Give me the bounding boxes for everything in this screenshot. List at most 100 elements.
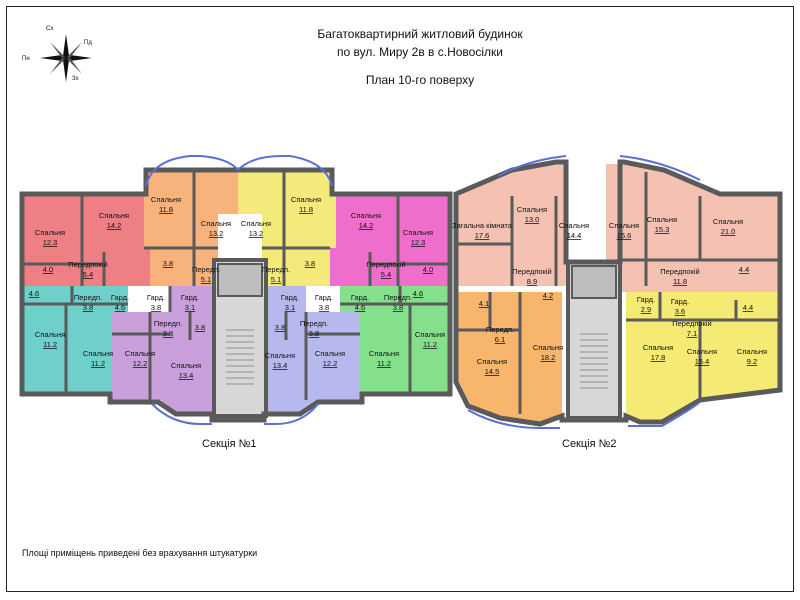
room-area-label: 21.0 <box>721 227 736 236</box>
room-name-label: Загальна кімната <box>452 221 513 230</box>
apartment-zone <box>238 172 336 286</box>
room-area-label: 3.8 <box>163 329 173 338</box>
room-area-label: 4.6 <box>413 289 423 298</box>
room-name-label: Спальня <box>125 349 155 358</box>
room-area-label: 2.9 <box>641 305 651 314</box>
room-name-label: Спальня <box>687 347 717 356</box>
bay-window <box>467 409 560 429</box>
room-area-label: 13.4 <box>273 361 288 370</box>
compass-w-label: Пн <box>22 56 30 62</box>
room-area-label: 15.6 <box>617 231 632 240</box>
room-area-label: 4.6 <box>115 303 125 312</box>
room-name-label: Спальня <box>35 228 65 237</box>
room-area-label: 14.5 <box>485 367 500 376</box>
section-2-label: Секція №2 <box>562 438 617 450</box>
room-name-label: Гард. <box>315 293 333 302</box>
room-area-label: 3.8 <box>305 259 315 268</box>
title-address: по вул. Миру 2в в с.Новосілки <box>337 45 503 59</box>
room-area-label: 13.4 <box>179 371 194 380</box>
room-name-label: Спальня <box>737 347 767 356</box>
compass-s-label: Зх <box>72 76 79 82</box>
bay-window <box>237 155 333 187</box>
room-name-label: Спальня <box>35 330 65 339</box>
room-name-label: Спальня <box>99 211 129 220</box>
room-area-label: 5.4 <box>381 270 391 279</box>
room-area-label: 3.8 <box>151 303 161 312</box>
bay-window <box>619 155 701 181</box>
room-area-label: 12.3 <box>43 238 58 247</box>
section-1-label: Секція №1 <box>202 438 257 450</box>
room-name-label: Передпокій <box>512 267 552 276</box>
room-area-label: 12.2 <box>133 359 148 368</box>
room-name-label: Спальня <box>647 215 677 224</box>
title-building: Багатоквартирний житловий будинок <box>317 27 523 41</box>
room-area-label: 4.4 <box>743 303 753 312</box>
room-name-label: Спальня <box>643 343 673 352</box>
room-area-label: 11.2 <box>43 340 57 349</box>
room-area-label: 4.0 <box>423 265 433 274</box>
room-area-label: 11.8 <box>299 205 313 214</box>
room-name-label: Спальня <box>83 349 113 358</box>
room-name-label: Спальня <box>559 221 589 230</box>
room-name-label: Передп. <box>74 293 102 302</box>
room-name-label: Гард. <box>281 293 299 302</box>
room-area-label: 13.2 <box>249 229 264 238</box>
room-area-label: 11.8 <box>673 277 687 286</box>
room-name-label: Передп. <box>192 265 220 274</box>
room-area-label: 11.8 <box>159 205 173 214</box>
room-area-label: 14.2 <box>107 221 122 230</box>
compass-star-icon <box>40 34 92 82</box>
room-area-label: 4.0 <box>43 265 53 274</box>
apartment-zone <box>458 292 562 422</box>
room-name-label: Спальня <box>241 219 271 228</box>
bay-window <box>628 401 701 427</box>
room-area-label: 11.2 <box>91 359 105 368</box>
apartment-zone <box>112 286 212 412</box>
apartment-zone <box>144 172 238 286</box>
room-name-label: Гард. <box>181 293 199 302</box>
bay-window <box>264 403 319 425</box>
bay-window <box>145 155 239 187</box>
room-name-label: Передпокій <box>672 319 712 328</box>
room-name-label: Спальня <box>533 343 563 352</box>
compass-e-label: Пд <box>84 40 92 46</box>
room-area-label: 4.6 <box>29 289 39 298</box>
apartment-zone <box>340 286 448 392</box>
room-area-label: 13.2 <box>209 229 224 238</box>
compass-n-label: Сх <box>46 26 54 32</box>
compass-rose: Сх Пд Зх Пн <box>22 26 96 86</box>
apartment-zone <box>626 292 778 420</box>
room-name-label: Передпокій <box>68 260 108 269</box>
room-area-label: 14.2 <box>359 221 374 230</box>
room-name-label: Гард. <box>351 293 369 302</box>
room-name-label: Спальня <box>351 211 381 220</box>
room-area-label: 18.2 <box>541 353 556 362</box>
room-name-label: Гард. <box>671 297 689 306</box>
lift-shaft <box>571 265 617 299</box>
room-area-label: 15.4 <box>695 357 710 366</box>
room-name-label: Спальня <box>517 205 547 214</box>
room-area-label: 5.1 <box>271 275 281 284</box>
sheet-frame <box>6 6 794 592</box>
room-area-label: 9.2 <box>747 357 757 366</box>
room-name-label: Передп. <box>262 265 290 274</box>
room-name-label: Передп. <box>384 293 412 302</box>
room-name-label: Передп. <box>154 319 182 328</box>
room-area-label: 3.8 <box>319 303 329 312</box>
room-area-label: 11.2 <box>423 340 437 349</box>
room-name-label: Спальня <box>151 195 181 204</box>
room-area-label: 8.9 <box>527 277 537 286</box>
room-name-label: Спальня <box>201 219 231 228</box>
room-area-label: 12.2 <box>323 359 338 368</box>
apartment-zone <box>264 286 360 412</box>
room-name-label: Спальня <box>477 357 507 366</box>
room-area-label: 3.1 <box>285 303 295 312</box>
room-area-label: 15.3 <box>655 225 670 234</box>
room-area-label: 13.0 <box>525 215 540 224</box>
lift-shaft <box>217 263 263 297</box>
room-name-label: Передпокій <box>366 260 406 269</box>
room-area-label: 5.4 <box>83 270 93 279</box>
room-name-label: Спальня <box>315 349 345 358</box>
room-name-label: Спальня <box>609 221 639 230</box>
